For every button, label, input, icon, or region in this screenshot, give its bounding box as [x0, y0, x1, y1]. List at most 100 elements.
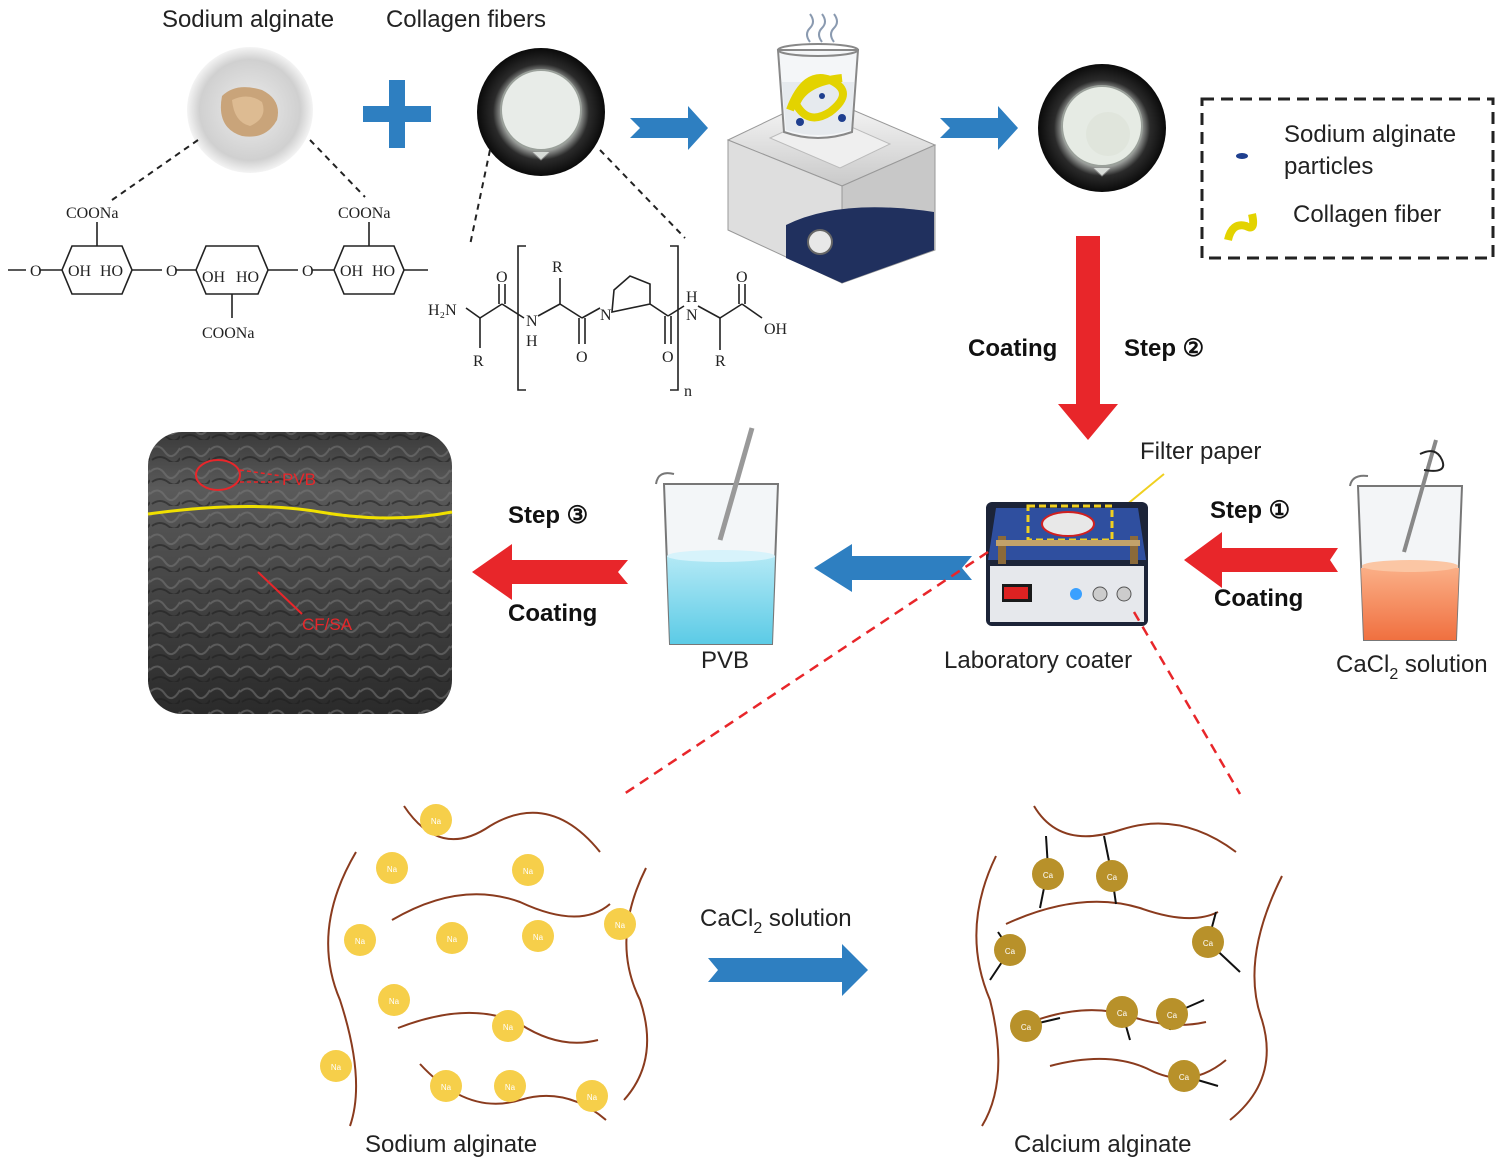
svg-text:Na: Na [533, 933, 544, 942]
fiber-swatch-icon [1224, 213, 1258, 242]
chem-oh-acid: OH [764, 321, 788, 338]
svg-text:Na: Na [523, 867, 534, 876]
sem-pvb-label: PVB [282, 470, 316, 489]
coating-step2-label: Coating [968, 335, 1057, 362]
cacl2-beaker-icon [1349, 439, 1464, 641]
chem-oh-2: OH [202, 269, 226, 286]
sodium-alginate-network [327, 805, 649, 1127]
chem-coona-1: COONa [66, 205, 118, 222]
chem-o-c2: O [576, 349, 588, 366]
chem-o-c1: O [496, 269, 508, 286]
svg-text:Na: Na [387, 865, 398, 874]
svg-text:Na: Na [389, 997, 400, 1006]
chem-nh-2: N [686, 307, 698, 324]
laboratory-coater-icon [986, 502, 1148, 626]
ca-ion: Ca [1010, 1010, 1042, 1042]
chem-ho-2: HO [236, 269, 259, 286]
na-ion: Na [494, 1070, 526, 1102]
chem-o-2: O [166, 263, 178, 280]
hotplate-stirrer-icon [726, 13, 937, 284]
svg-text:Ca: Ca [1021, 1023, 1032, 1032]
connector-line [599, 149, 686, 239]
lab-coater-label: Laboratory coater [944, 647, 1132, 674]
blue-left-arrow [814, 544, 972, 592]
chem-ho-3: HO [372, 263, 395, 280]
svg-text:Na: Na [615, 921, 626, 930]
connector-line [309, 139, 366, 198]
collagen-fibers-label: Collagen fibers [386, 6, 546, 33]
ca-ion: Ca [1168, 1060, 1200, 1092]
svg-text:Ca: Ca [1107, 873, 1118, 882]
chem-o-c3: O [662, 349, 674, 366]
na-ion: Na [430, 1070, 462, 1102]
legend-box: Sodium alginate particles Collagen fiber [1200, 97, 1495, 260]
coating-step3-label: Coating [508, 600, 597, 627]
chem-o-3: O [302, 263, 314, 280]
red-down-arrow [1058, 236, 1118, 440]
chem-r-1: R [473, 353, 484, 370]
mixed-solution-beaker-icon [1038, 64, 1166, 192]
svg-text:Na: Na [447, 935, 458, 944]
plus-icon [363, 80, 431, 148]
red-left-arrow-step1 [1184, 532, 1338, 588]
chem-nh-1-h: H [526, 333, 538, 350]
svg-text:Na: Na [431, 817, 442, 826]
svg-text:Na: Na [331, 1063, 342, 1072]
na-ion: Na [576, 1080, 608, 1112]
chem-ho-1: HO [100, 263, 123, 280]
legend-particles-label-1: Sodium alginate [1284, 121, 1456, 148]
chem-h2n: H₂N [428, 302, 457, 319]
sodium-alginate-powder-icon [187, 47, 313, 173]
calcium-alginate-label: Calcium alginate [1014, 1131, 1191, 1158]
sem-image-icon [147, 432, 453, 714]
legend-particles-label-2: particles [1284, 153, 1373, 180]
na-ion: Na [492, 1010, 524, 1042]
svg-text:Na: Na [505, 1083, 516, 1092]
na-ion: Na [512, 854, 544, 886]
chem-o-1: O [30, 263, 42, 280]
svg-text:Ca: Ca [1167, 1011, 1178, 1020]
pvb-beaker-icon [655, 427, 780, 645]
na-ion: Na [522, 920, 554, 952]
na-ion: Na [376, 852, 408, 884]
chem-subscript-n: n [684, 383, 692, 400]
collagen-beaker-icon [477, 48, 605, 176]
step3-label: Step ③ [508, 502, 588, 529]
ca-ion: Ca [1156, 998, 1188, 1030]
connector-line [111, 139, 199, 201]
chem-o-c4: O [736, 269, 748, 286]
sem-cfsa-label: CF/SA [302, 615, 353, 634]
na-ion: Na [378, 984, 410, 1016]
chem-r-3: R [715, 353, 726, 370]
step1-label: Step ① [1210, 497, 1290, 524]
ca-ion: Ca [1096, 860, 1128, 892]
chem-oh-3: OH [340, 263, 364, 280]
na-ion: Na [436, 922, 468, 954]
pvb-label: PVB [701, 647, 749, 674]
legend-fiber-label: Collagen fiber [1293, 201, 1441, 228]
svg-text:Ca: Ca [1179, 1073, 1190, 1082]
na-ion: Na [420, 804, 452, 836]
ca-ion: Ca [1032, 858, 1064, 890]
svg-text:Na: Na [355, 937, 366, 946]
chem-r-2: R [552, 259, 563, 276]
coating-step1-label: Coating [1214, 585, 1303, 612]
blue-arrow [630, 106, 708, 150]
svg-text:Ca: Ca [1203, 939, 1214, 948]
chem-coona-3: COONa [338, 205, 390, 222]
chem-n-ring: N [600, 307, 612, 324]
svg-text:Ca: Ca [1043, 871, 1054, 880]
connector-line [469, 149, 491, 246]
ca-ion: Ca [1106, 996, 1138, 1028]
na-ion: Na [344, 924, 376, 956]
step2-label: Step ② [1124, 335, 1204, 362]
chem-oh-1: OH [68, 263, 92, 280]
chem-coona-2: COONa [202, 325, 254, 342]
particle-swatch-icon [1236, 153, 1248, 159]
svg-text:Na: Na [441, 1083, 452, 1092]
collagen-structure [465, 245, 763, 391]
svg-text:Ca: Ca [1117, 1009, 1128, 1018]
na-ion: Na [320, 1050, 352, 1082]
